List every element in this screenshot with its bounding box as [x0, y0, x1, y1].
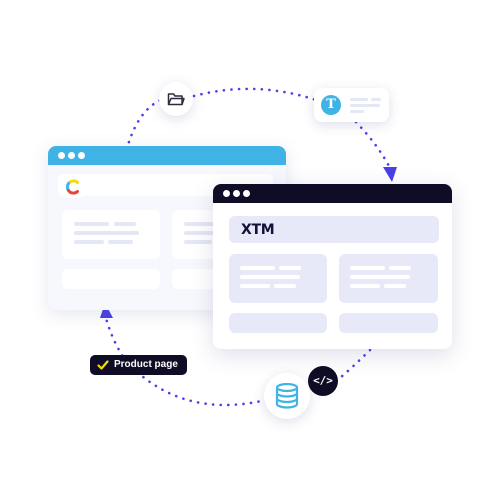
content-bar — [229, 313, 327, 333]
text-line — [274, 284, 296, 288]
database-badge — [264, 373, 310, 419]
text-line — [384, 284, 406, 288]
text-line — [279, 266, 301, 270]
window-dot — [233, 190, 240, 197]
window-dot — [243, 190, 250, 197]
text-line — [350, 110, 364, 113]
text-line — [240, 284, 270, 288]
text-line — [184, 240, 212, 244]
xtm-logo: XTM — [241, 222, 275, 238]
check-icon — [97, 360, 109, 370]
arrow-head-up — [100, 303, 113, 318]
database-icon — [275, 383, 299, 409]
text-line — [114, 222, 136, 226]
text-line — [371, 98, 381, 101]
text-asset-card: T — [314, 88, 389, 122]
xtm-window-titlebar — [213, 184, 452, 203]
text-line — [184, 222, 219, 226]
window-dot — [78, 152, 85, 159]
folder-icon — [167, 93, 185, 106]
text-line — [240, 275, 300, 279]
text-icon: T — [321, 95, 341, 115]
content-bar — [62, 269, 160, 289]
arrow-head-down — [383, 167, 397, 182]
text-line — [350, 104, 380, 107]
cms-window-titlebar — [48, 146, 286, 165]
text-line — [108, 240, 133, 244]
folder-badge — [159, 82, 193, 116]
window-dot — [68, 152, 75, 159]
text-line — [74, 222, 109, 226]
contentful-logo-icon — [62, 176, 84, 198]
content-bar — [339, 313, 438, 333]
text-line — [389, 266, 411, 270]
text-line — [350, 275, 410, 279]
text-line — [240, 266, 275, 270]
product-page-badge: Product page — [90, 355, 187, 375]
text-line — [74, 231, 139, 235]
xtm-address-bar — [229, 216, 439, 243]
text-line — [350, 284, 380, 288]
product-page-label: Product page — [114, 359, 178, 370]
text-line — [350, 98, 368, 101]
text-line — [74, 240, 104, 244]
text-line — [350, 266, 385, 270]
xtm-window: XTM — [213, 184, 452, 349]
code-icon: </> — [308, 366, 338, 396]
window-dot — [58, 152, 65, 159]
window-dot — [223, 190, 230, 197]
